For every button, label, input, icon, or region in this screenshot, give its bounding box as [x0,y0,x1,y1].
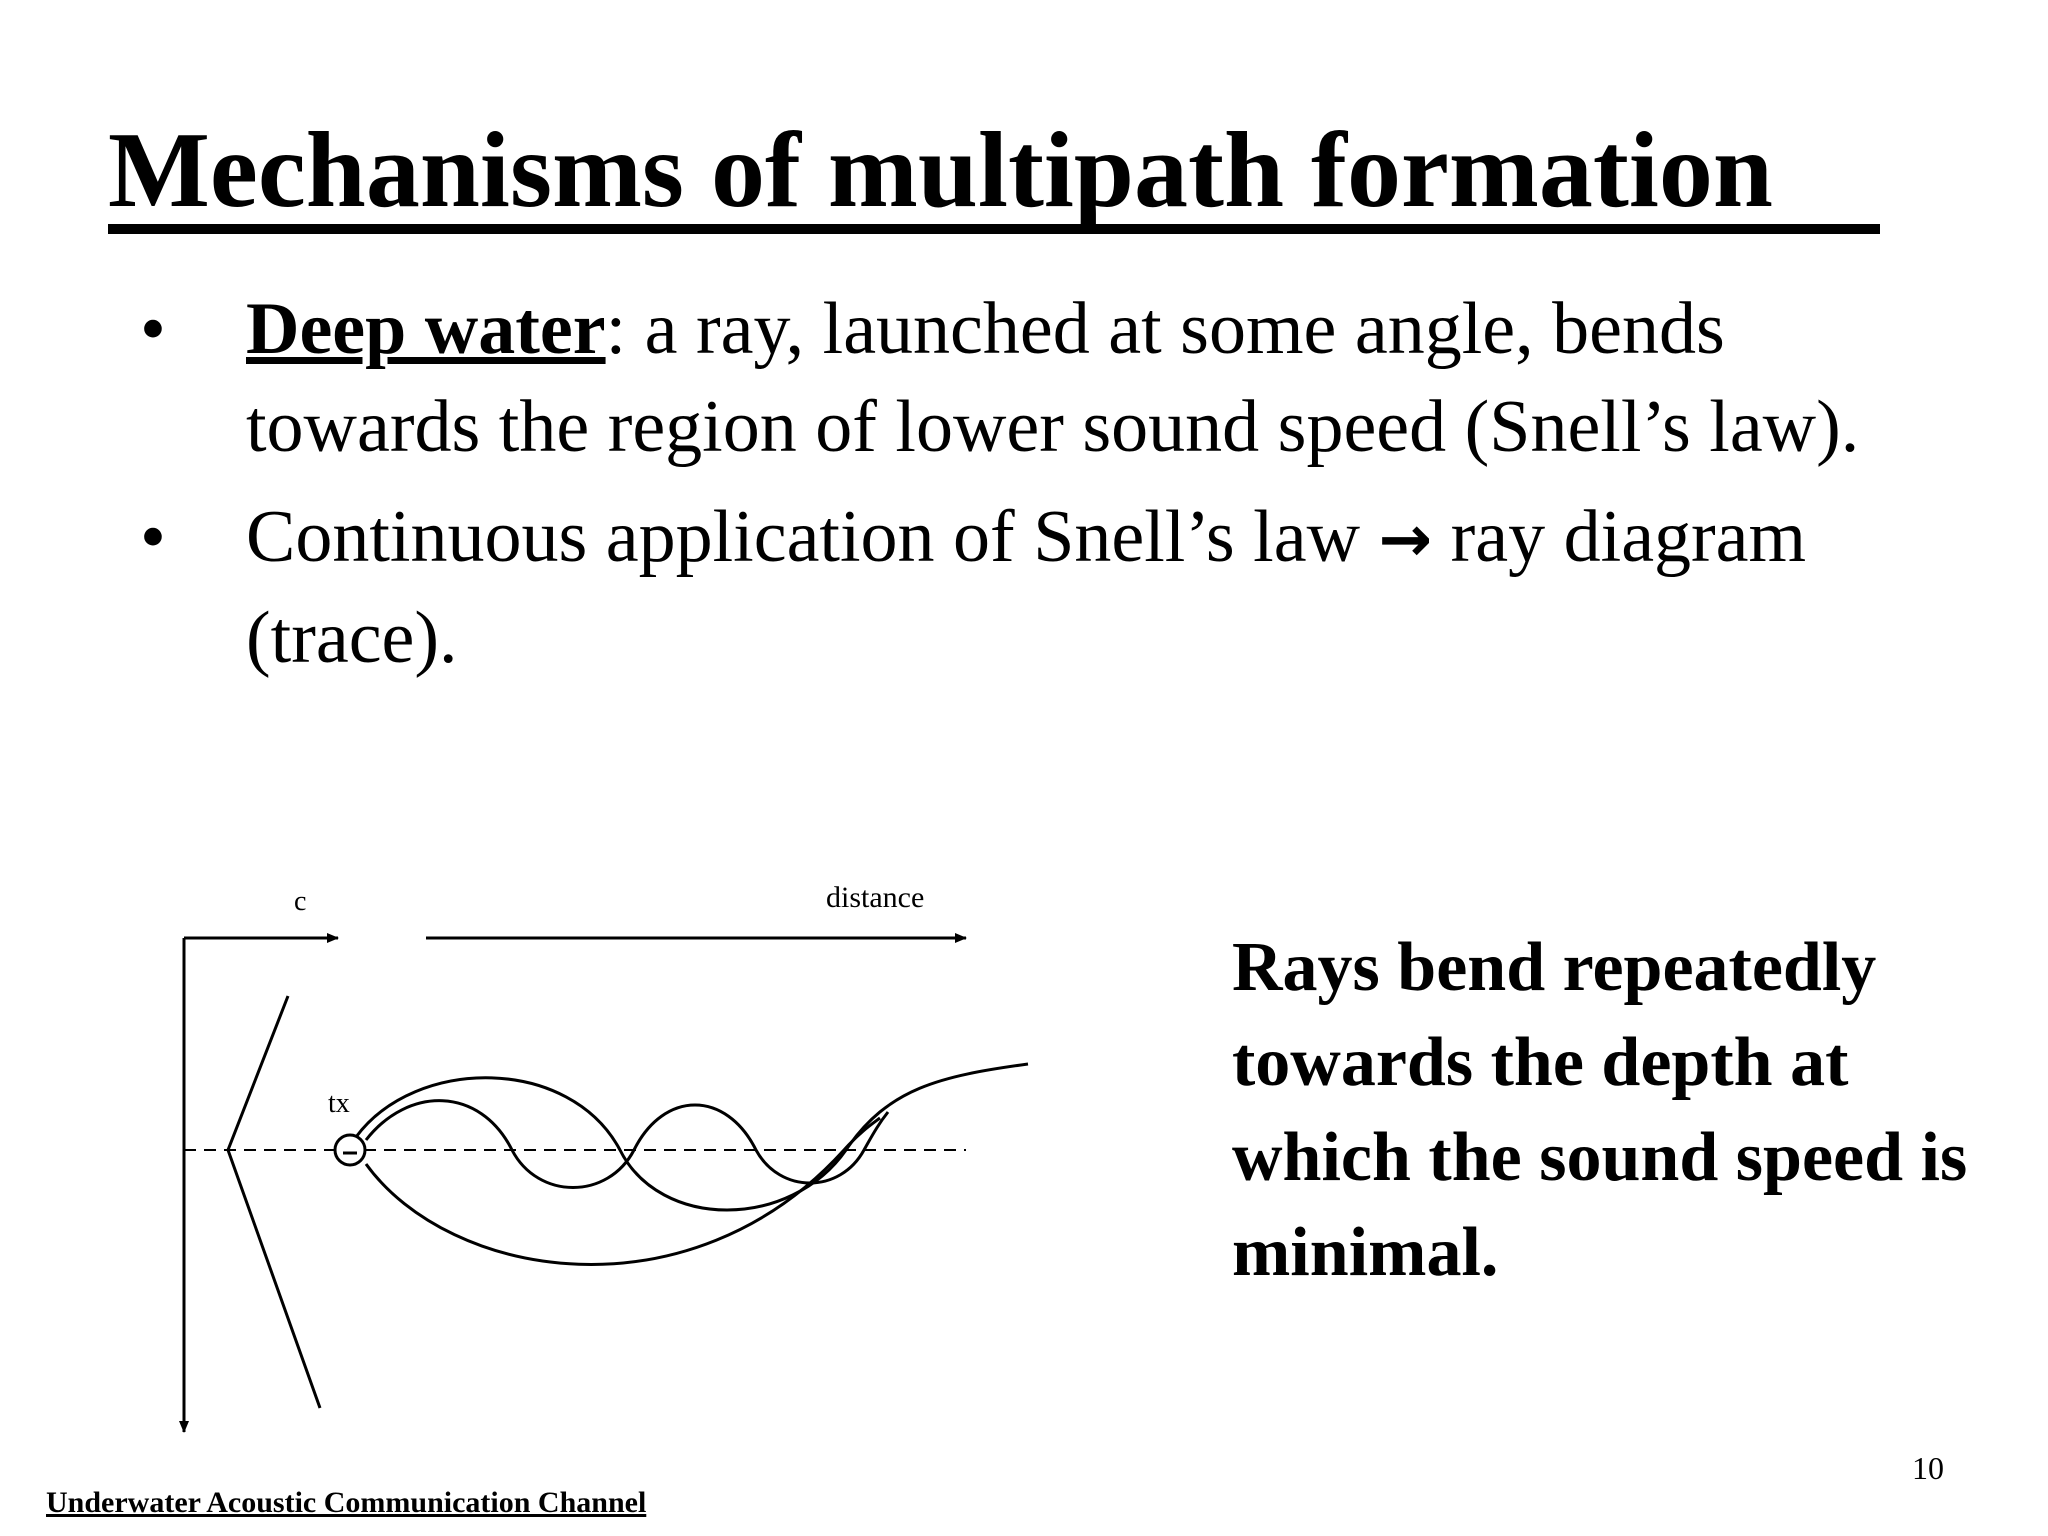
transmitter-label: tx [328,1088,350,1119]
bullet-item-deep-water: • Deep water: a ray, launched at some an… [140,280,1940,476]
title-underline [108,224,1880,234]
footer-course-title: Underwater Acoustic Communication Channe… [46,1486,647,1519]
slide-title: Mechanisms of multipath formation [108,111,1773,230]
ray-path-downward [364,1116,881,1266]
bullet-marker: • [140,496,166,578]
callout-text: Rays bend repeatedly towards the depth a… [1232,929,1968,1291]
bullet-tail: ray diagram (trace). [246,496,1807,679]
ray-path-shallow [364,1099,890,1189]
sound-speed-profile [226,995,322,1409]
bullet-list: • Deep water: a ray, launched at some an… [140,280,1940,699]
right-arrow-icon: → [1378,503,1433,577]
page-number: 10 [1912,1450,1944,1486]
ray-trace-diagram: c distance tx [179,881,1029,1433]
sound-speed-axis-label: c [294,886,306,917]
bullet-item-snells-law: • Continuous application of Snell’s law … [140,488,1940,687]
bullet-text: Deep water: a ray, launched at some angl… [246,280,1940,476]
distance-axis-label: distance [826,881,924,914]
bullet-marker: • [140,288,166,370]
ray-path-steep [354,1062,1029,1212]
bullet-body: : a ray, launched at some angle, bends t… [246,288,1860,468]
bullet-text: Continuous application of Snell’s law → … [246,488,1940,687]
bullet-lead-term: Deep water [246,288,606,370]
bullet-body: Continuous application of Snell’s law [246,496,1379,578]
transmitter-icon [333,1133,367,1167]
